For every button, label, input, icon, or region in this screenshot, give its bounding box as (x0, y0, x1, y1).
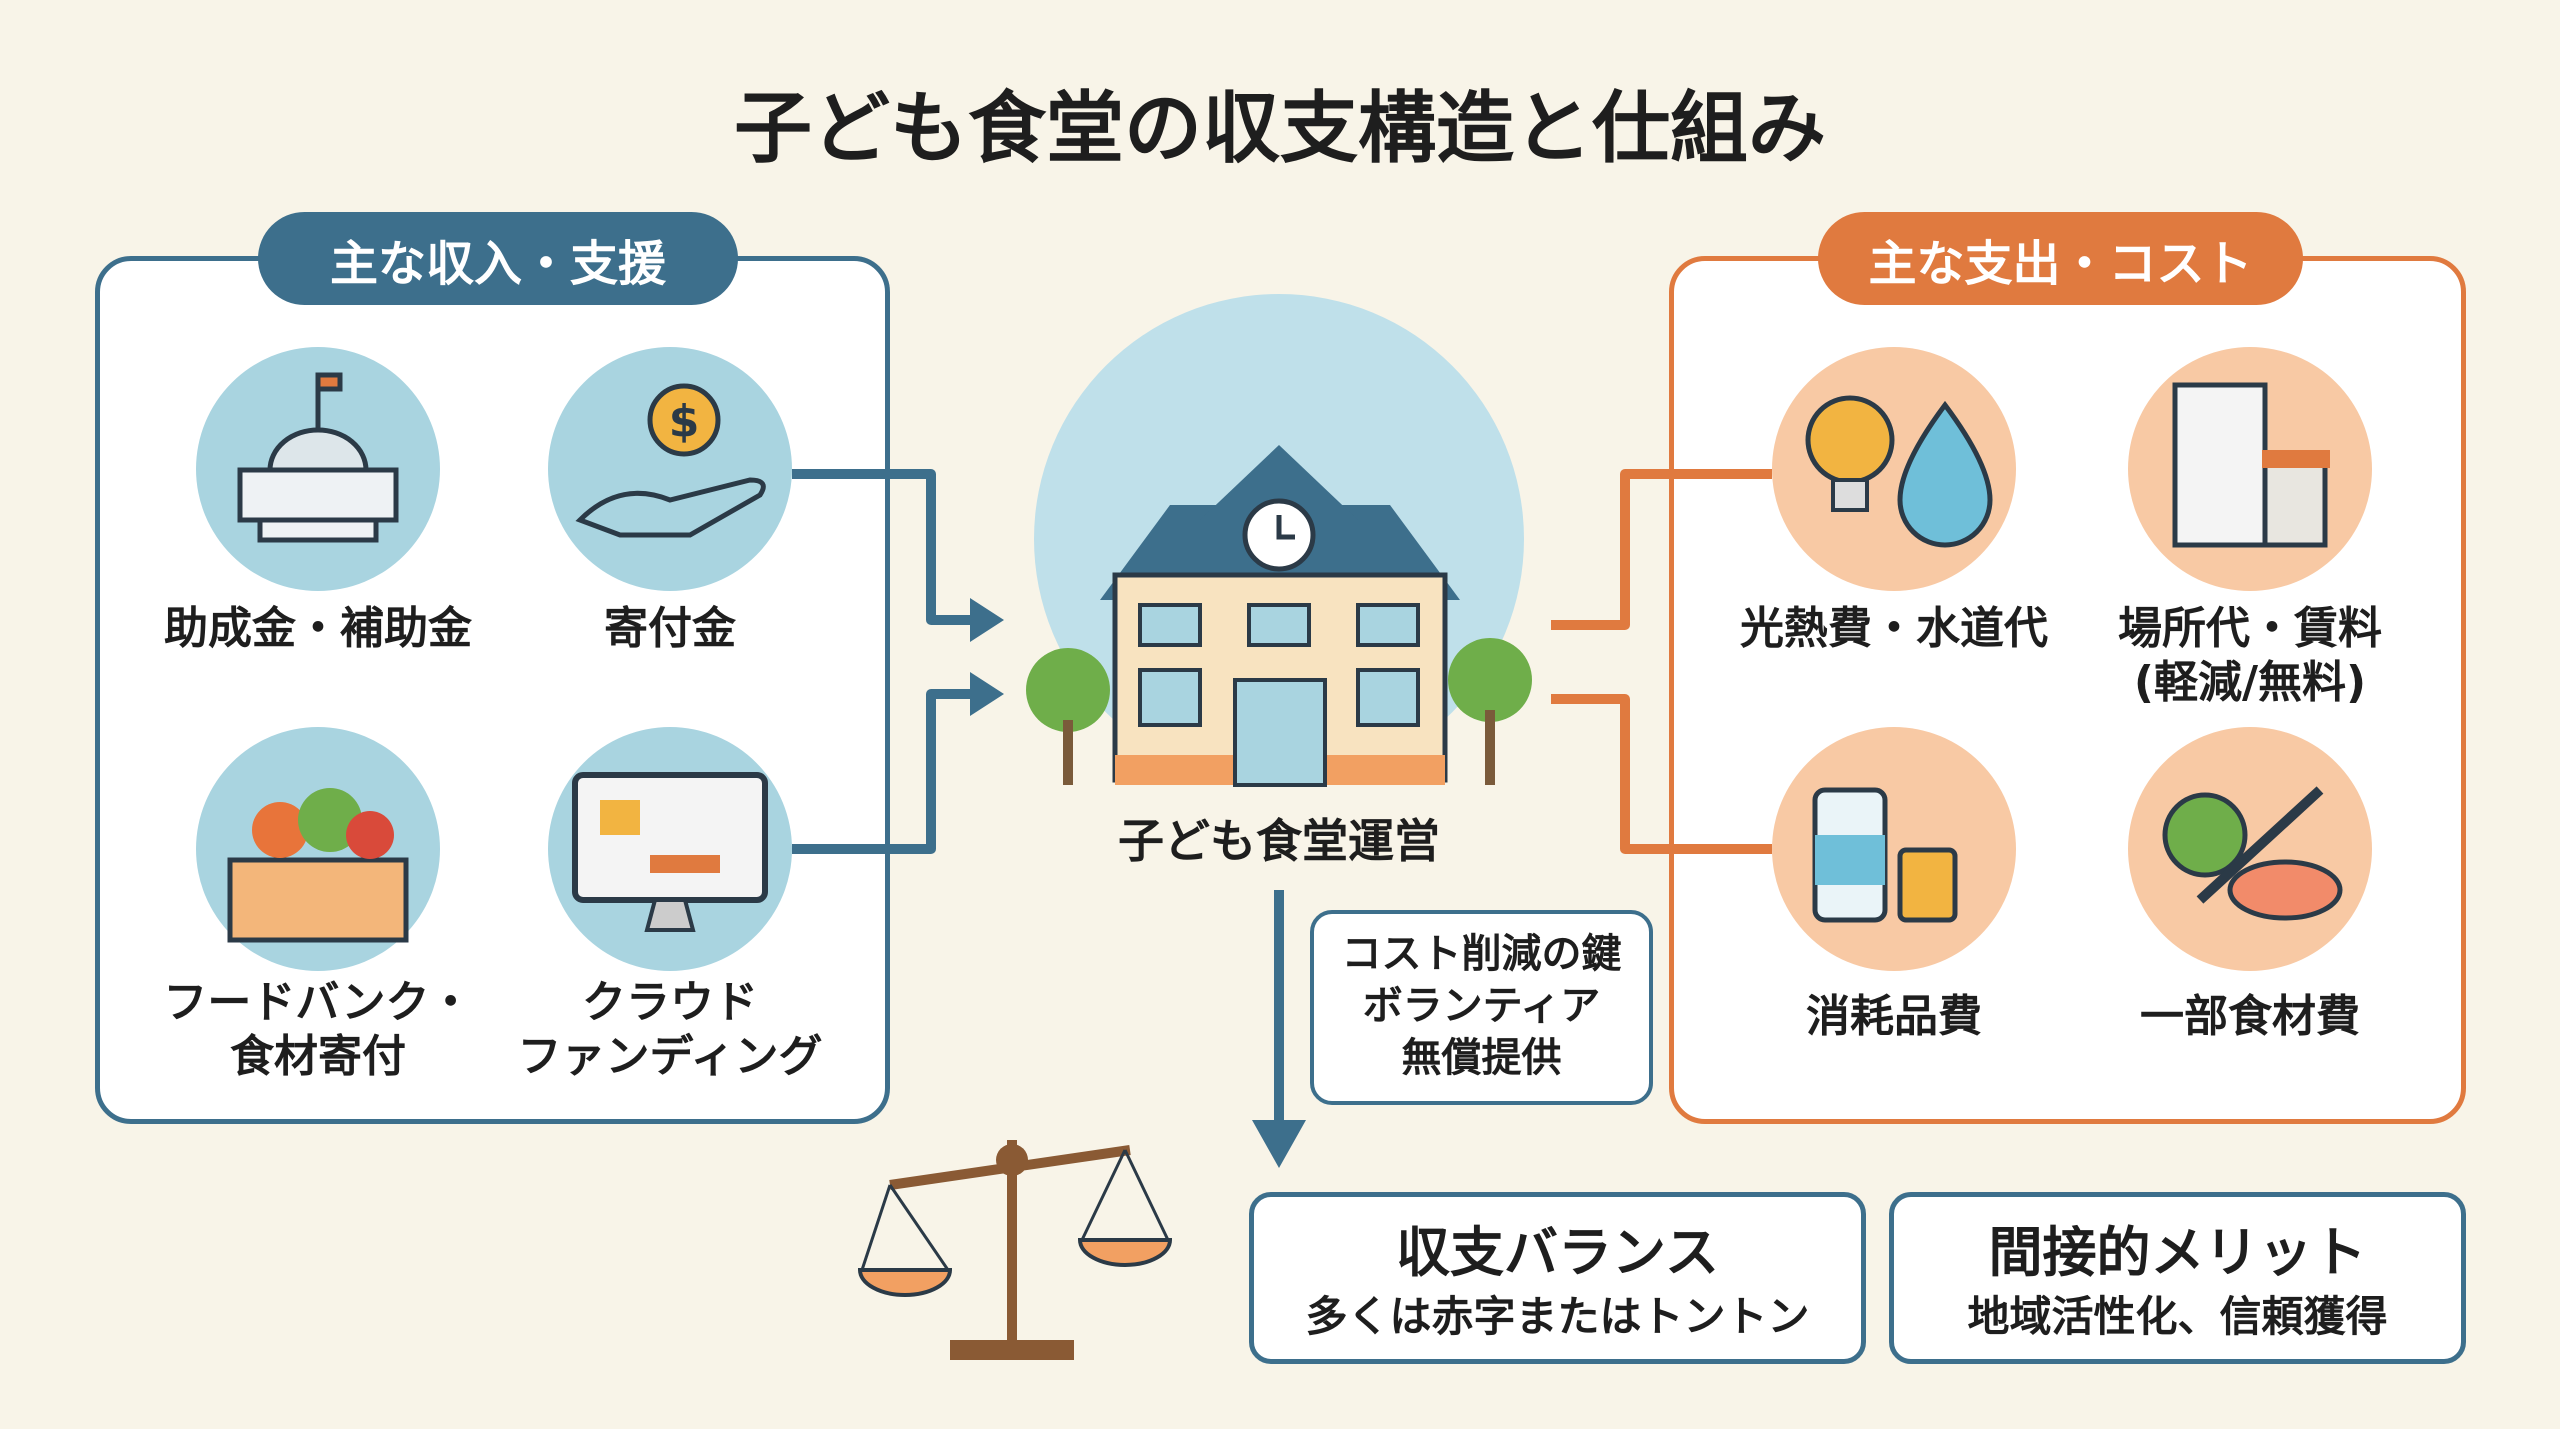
label-subsidy: 助成金・補助金 (164, 603, 472, 654)
label-foodbank: フードバンク・食材寄付 (118, 976, 518, 1084)
label-donation: 寄付金 (604, 603, 736, 654)
label-supplies: 消耗品費 (1806, 991, 1982, 1042)
merit-text: 地域活性化、信頼獲得 (1967, 1292, 2388, 1341)
label-line: 食材寄付 (230, 1031, 406, 1082)
label-line: 場所代・賃料 (2118, 603, 2382, 654)
balance-box: 収支バランス 多くは赤字またはトントン (1249, 1192, 1866, 1364)
callout-line: 無償提供 (1401, 1035, 1562, 1081)
balance-text: 多くは赤字またはトントン (1305, 1292, 1810, 1341)
svg-text:$: $ (669, 396, 700, 447)
page-title: 子ども食堂の収支構造と仕組み (733, 84, 1826, 174)
label-rent: 場所代・賃料(軽減/無料) (2050, 602, 2450, 710)
label-line: ファンディング (517, 1031, 823, 1082)
merit-box: 間接的メリット 地域活性化、信頼獲得 (1889, 1192, 2466, 1364)
balance-title: 収支バランス (1396, 1221, 1719, 1284)
connector-funding (792, 689, 975, 854)
income-header: 主な収入・支援 (258, 212, 738, 305)
label-food-cost: 一部食材費 (2140, 991, 2360, 1042)
center-label: 子ども食堂運営 (1118, 814, 1440, 868)
merit-title: 間接的メリット (1988, 1221, 2367, 1284)
cost-reduction-callout: コスト削減の鍵 ボランティア 無償提供 (1310, 910, 1653, 1105)
callout-line: ボランティア (1362, 983, 1601, 1029)
label-utilities: 光熱費・水道代 (1740, 603, 2048, 654)
label-line: (軽減/無料) (2133, 657, 2367, 708)
connector-donation (792, 469, 975, 625)
callout-line: コスト削減の鍵 (1341, 931, 1622, 977)
label-line: フードバンク・ (163, 977, 473, 1028)
label-crowdfunding: クラウドファンディング (470, 976, 870, 1084)
cost-header: 主な支出・コスト (1818, 212, 2303, 305)
label-line: クラウド (582, 977, 758, 1028)
